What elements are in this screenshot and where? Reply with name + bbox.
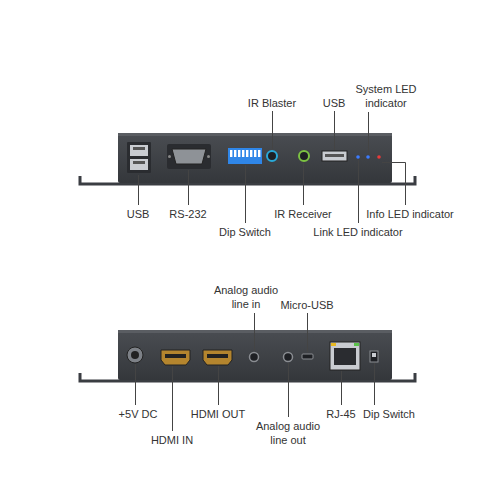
micro-usb-port: [302, 354, 313, 359]
usb-port: [127, 142, 151, 173]
callout-label: IR Receiver: [274, 207, 331, 221]
usb-port: [130, 145, 148, 156]
callout-label: Micro-USB: [280, 298, 333, 312]
rear-panel: [80, 330, 415, 381]
led: [356, 155, 360, 159]
callout-label: Dip Switch: [363, 407, 415, 421]
led: [377, 155, 381, 159]
ir-blaster-jack: [267, 151, 277, 161]
callout-label: Link LED indicator: [313, 225, 402, 239]
callout-label: USB: [127, 207, 150, 221]
dip-slot: [242, 150, 244, 157]
dip-slot: [258, 150, 260, 157]
callout-label: +5V DC: [119, 407, 158, 421]
audio-jack: [284, 353, 293, 362]
callout-label: HDMI OUT: [191, 407, 245, 421]
usb-port: [322, 151, 347, 161]
dip-slot: [254, 150, 256, 157]
callout-label: RS-232: [169, 207, 206, 221]
ir-receiver-jack: [299, 151, 309, 161]
leader-lines: [139, 111, 406, 223]
led: [366, 155, 370, 159]
dip-slot: [246, 150, 248, 157]
housing-edge: [118, 133, 392, 136]
dip-slot: [250, 150, 252, 157]
audio-jack: [250, 353, 259, 362]
rs232-port: [167, 144, 211, 169]
callout-label: Info LED indicator: [366, 207, 453, 221]
hdmi-port: [161, 350, 190, 365]
dip-switch: [228, 148, 262, 164]
rj45-port: [330, 342, 360, 370]
dip-slot: [234, 150, 236, 157]
dip-slot: [238, 150, 240, 157]
hdmi-port: [203, 350, 232, 365]
callout-label: System LED indicator: [351, 82, 421, 110]
dc-jack: [127, 347, 143, 363]
db9-shell: [172, 149, 206, 164]
front-panel: [80, 133, 415, 184]
usb-port: [130, 159, 148, 170]
dip-slot: [230, 150, 232, 157]
callout-label: USB: [323, 96, 346, 110]
callout-label: IR Blaster: [248, 96, 296, 110]
callout-label: Analog audio line in: [209, 283, 284, 311]
callout-label: Dip Switch: [219, 225, 271, 239]
dip-switch: [370, 351, 378, 362]
leader-lines: [136, 313, 375, 431]
callout-label: RJ-45: [326, 407, 355, 421]
callout-label: Analog audio line out: [251, 419, 326, 447]
callout-label: HDMI IN: [151, 433, 193, 447]
housing: [118, 133, 392, 183]
